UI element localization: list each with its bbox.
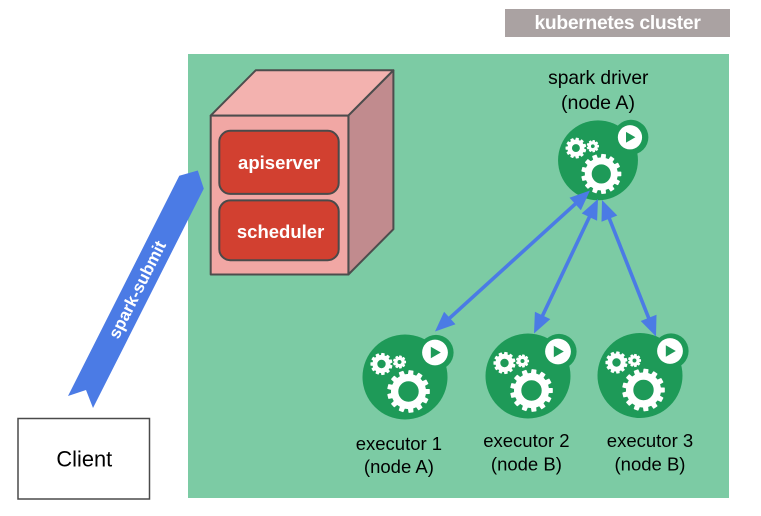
svg-text:executor 2: executor 2 [483, 430, 569, 451]
svg-text:kubernetes cluster: kubernetes cluster [534, 13, 701, 34]
svg-text:(node B): (node B) [615, 454, 686, 475]
svg-text:(node A): (node A) [364, 456, 434, 477]
svg-text:(node B): (node B) [491, 454, 562, 475]
svg-text:spark driver: spark driver [548, 68, 649, 89]
svg-text:apiserver: apiserver [238, 152, 320, 173]
svg-text:(node A): (node A) [561, 92, 635, 114]
svg-text:Client: Client [56, 447, 112, 472]
svg-text:spark-submit: spark-submit [105, 237, 170, 341]
svg-text:executor 3: executor 3 [607, 430, 693, 451]
svg-text:executor 1: executor 1 [356, 433, 442, 454]
svg-text:scheduler: scheduler [237, 221, 324, 242]
